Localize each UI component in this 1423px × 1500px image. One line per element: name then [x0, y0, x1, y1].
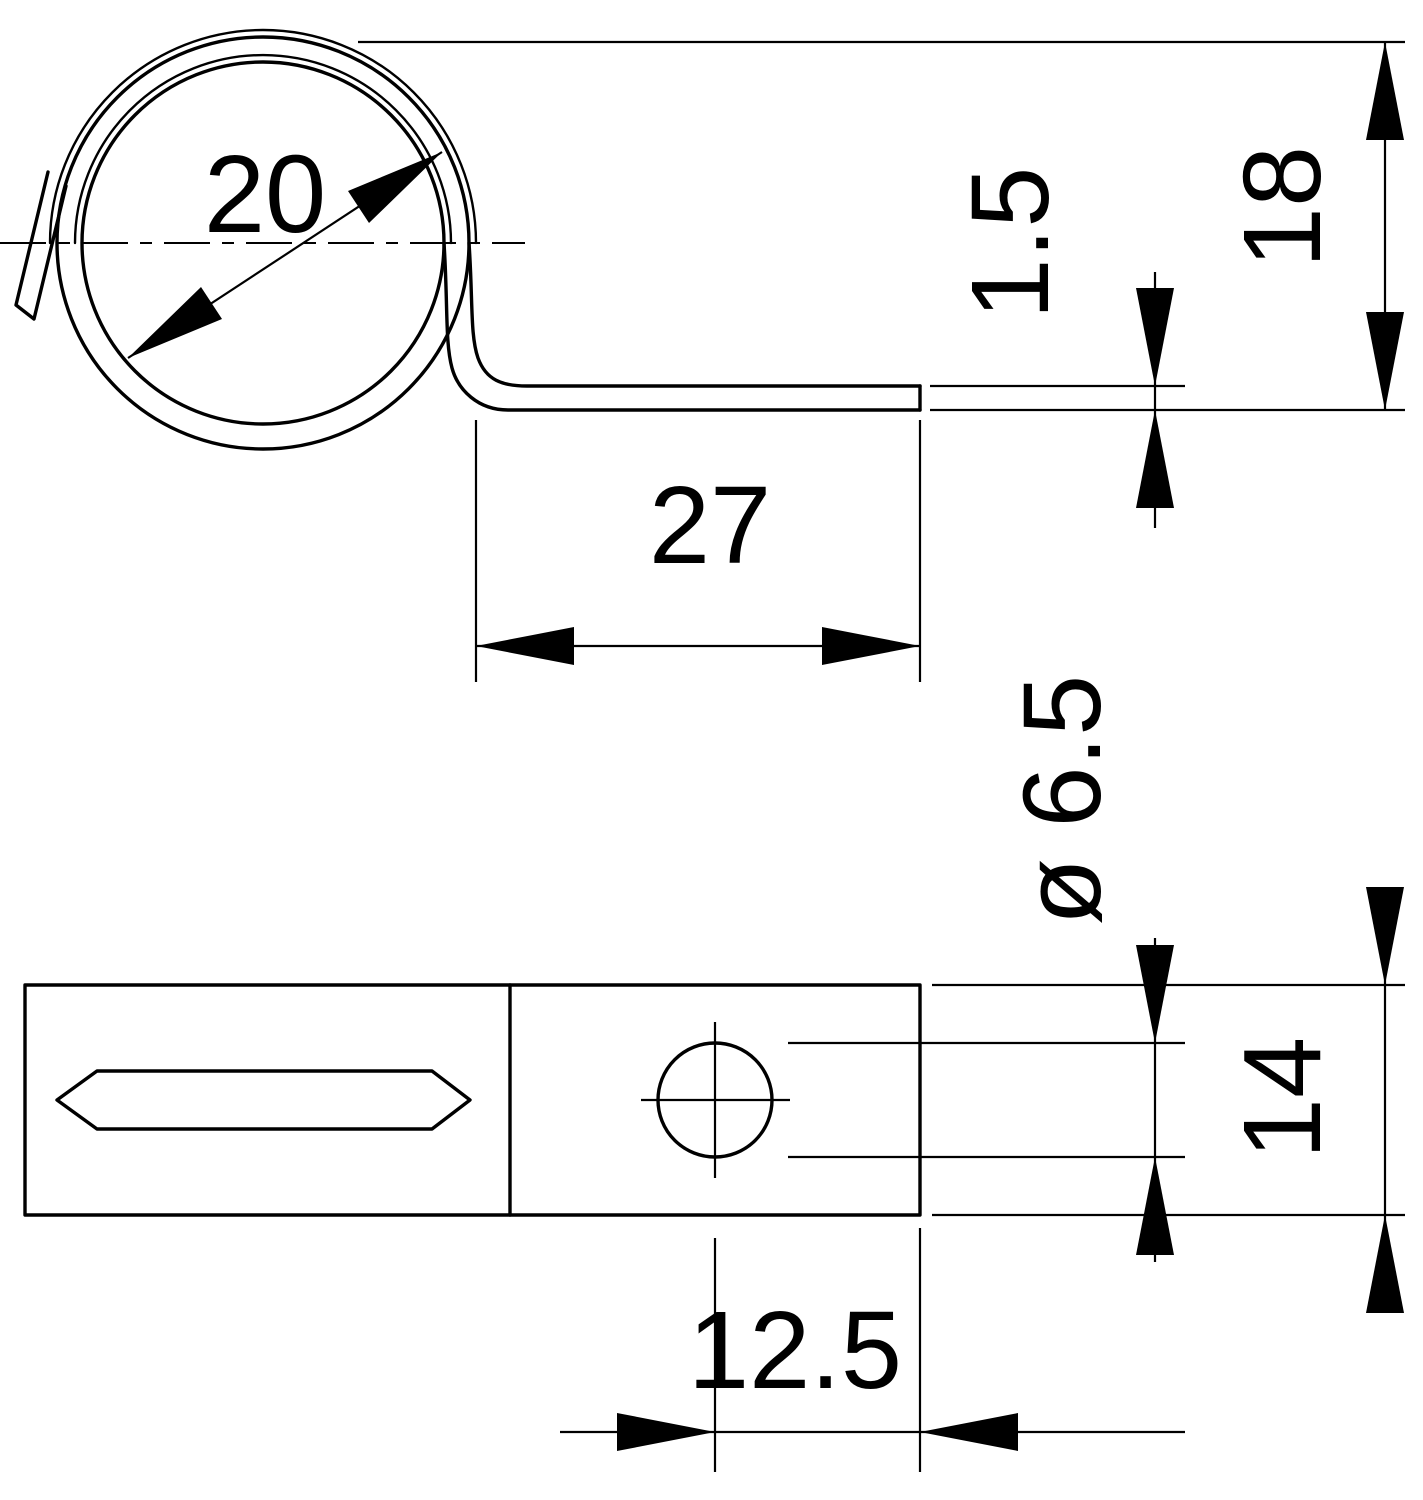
- arrowhead: [1136, 1157, 1174, 1255]
- dim-label-loop-diameter: 20: [204, 133, 326, 256]
- base-top-edge: [467, 241, 922, 388]
- dim-label-overall-height: 18: [1221, 146, 1344, 268]
- arrowhead: [1366, 312, 1404, 410]
- clamp-band-tail: [14, 170, 68, 321]
- dimension-hole-diameter: ø 6.5: [788, 675, 1185, 1262]
- dimension-overall-height: 18: [358, 40, 1405, 412]
- arrowhead: [1366, 887, 1404, 985]
- dim-label-strap-width: 14: [1221, 1037, 1344, 1159]
- strap-outline: [23, 983, 922, 1217]
- dimension-hole-center-offset: 12.5: [560, 1228, 1185, 1472]
- plan-view: [23, 983, 922, 1217]
- arrowhead: [1366, 1215, 1404, 1313]
- base-bottom-edge: [442, 241, 922, 412]
- slot-outline: [55, 1069, 472, 1131]
- arrowhead: [1136, 288, 1174, 386]
- arrowhead: [822, 627, 920, 665]
- dimension-base-length: 27: [474, 420, 922, 682]
- clamp-band-texture-arc-outer: [48, 28, 478, 245]
- dimension-strap-width: 14: [932, 887, 1405, 1313]
- arrowhead: [128, 287, 222, 358]
- arrowhead: [1366, 42, 1404, 140]
- dim-label-base-length: 27: [649, 464, 771, 587]
- dim-label-hole-center-offset: 12.5: [688, 1289, 902, 1412]
- arrowhead: [1136, 945, 1174, 1043]
- clamp-band-texture-arc-inner: [73, 53, 453, 245]
- arrowhead: [476, 627, 574, 665]
- arrowhead: [617, 1413, 715, 1451]
- arrowhead: [348, 152, 442, 223]
- dim-label-hole-diameter: ø 6.5: [1001, 675, 1124, 926]
- dim-label-material-thickness: 1.5: [949, 167, 1072, 320]
- dimension-material-thickness: 1.5: [930, 167, 1185, 528]
- arrowhead: [920, 1413, 1018, 1451]
- arrowhead: [1136, 410, 1174, 508]
- side-view: [0, 28, 922, 451]
- dimension-loop-diameter: 20: [127, 133, 443, 359]
